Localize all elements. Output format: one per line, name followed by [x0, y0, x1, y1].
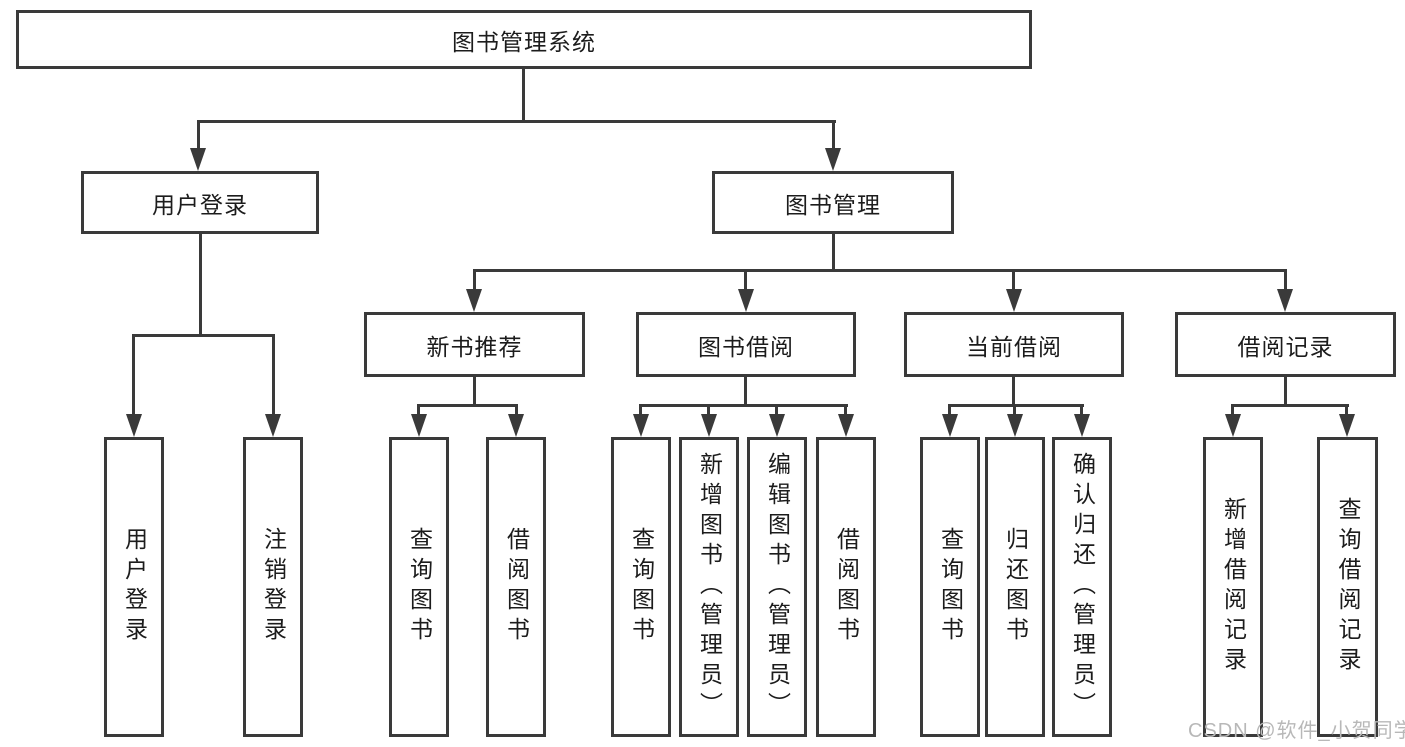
arrowhead [265, 414, 281, 437]
leaf-label: 查询图书 [406, 527, 433, 647]
leaf-query-books-current: 查询图书 [920, 437, 980, 737]
connector-line [1232, 404, 1349, 407]
arrowhead [126, 414, 142, 437]
connector-line [473, 269, 1287, 272]
connector-line [1013, 404, 1016, 416]
node-borrowing-records: 借阅记录 [1175, 312, 1396, 377]
leaf-label: 注销登录 [260, 527, 287, 647]
arrowhead [1225, 414, 1241, 437]
connector-line [1012, 269, 1015, 291]
connector-line [418, 404, 518, 407]
leaf-label: 借阅图书 [833, 527, 860, 647]
connector-line [1012, 377, 1015, 406]
leaf-label: 新增借阅记录 [1220, 497, 1247, 677]
connector-line [949, 404, 1084, 407]
connector-line [132, 334, 275, 337]
connector-line [1345, 404, 1348, 416]
connector-line [832, 234, 835, 272]
arrowhead [508, 414, 524, 437]
leaf-borrow-books-recommend: 借阅图书 [486, 437, 546, 737]
arrowhead [769, 414, 785, 437]
arrowhead [825, 148, 841, 171]
leaf-label: 查询图书 [628, 527, 655, 647]
connector-line [1231, 404, 1234, 416]
node-label: 用户登录 [152, 191, 248, 218]
leaf-label: 编辑图书（管理员） [764, 452, 791, 722]
csdn-watermark: CSDN @软件_小贺同学 [1188, 720, 1405, 742]
arrowhead [1277, 289, 1293, 312]
connector-line [473, 377, 476, 406]
arrowhead [1006, 289, 1022, 312]
arrowhead [701, 414, 717, 437]
node-book-management-group: 图书管理 [712, 171, 954, 234]
leaf-return-books: 归还图书 [985, 437, 1045, 737]
connector-line [744, 377, 747, 406]
connector-line [272, 334, 275, 414]
leaf-label: 用户登录 [121, 527, 148, 647]
node-label: 图书借阅 [698, 333, 794, 360]
arrowhead [411, 414, 427, 437]
leaf-label: 确认归还（管理员） [1069, 452, 1096, 722]
leaf-label: 查询借阅记录 [1335, 497, 1361, 677]
leaf-add-borrow-record: 新增借阅记录 [1203, 437, 1263, 737]
connector-line [707, 404, 710, 416]
connector-line [744, 269, 747, 291]
leaf-label: 归还图书 [1002, 527, 1029, 647]
connector-line [199, 234, 202, 337]
connector-line [132, 334, 135, 414]
connector-line [640, 404, 848, 407]
connector-line [197, 120, 200, 150]
leaf-label: 借阅图书 [503, 527, 530, 647]
node-book-borrowing: 图书借阅 [636, 312, 856, 377]
node-label: 借阅记录 [1237, 333, 1334, 360]
connector-line [1284, 377, 1287, 406]
connector-line [1284, 269, 1287, 291]
leaf-query-books-borrowing: 查询图书 [611, 437, 671, 737]
leaf-user-login: 用户登录 [104, 437, 164, 737]
leaf-label: 查询图书 [937, 527, 964, 647]
leaf-query-borrow-record: 查询借阅记录 [1317, 437, 1378, 737]
connector-line [473, 269, 476, 291]
arrowhead [1074, 414, 1090, 437]
connector-line [639, 404, 642, 416]
arrowhead [466, 289, 482, 312]
connector-line [522, 69, 525, 123]
node-root-library-management-system: 图书管理系统 [16, 10, 1032, 69]
node-label: 图书管理系统 [452, 28, 596, 55]
leaf-label: 新增图书（管理员） [696, 452, 723, 722]
connector-line [1080, 404, 1083, 416]
arrowhead [1007, 414, 1023, 437]
arrowhead [190, 148, 206, 171]
leaf-query-books-recommend: 查询图书 [389, 437, 449, 737]
node-user-login-group: 用户登录 [81, 171, 319, 234]
connector-line [515, 404, 518, 416]
arrowhead [738, 289, 754, 312]
leaf-confirm-return-admin: 确认归还（管理员） [1052, 437, 1112, 737]
leaf-logout: 注销登录 [243, 437, 303, 737]
leaf-edit-book-admin: 编辑图书（管理员） [747, 437, 807, 737]
node-label: 新书推荐 [426, 333, 523, 360]
node-new-book-recommendation: 新书推荐 [364, 312, 585, 377]
connector-line [775, 404, 778, 416]
connector-line [417, 404, 420, 416]
arrowhead [942, 414, 958, 437]
leaf-borrow-books-borrowing: 借阅图书 [816, 437, 876, 737]
arrowhead [1339, 414, 1355, 437]
node-current-borrowing: 当前借阅 [904, 312, 1124, 377]
connector-line [844, 404, 847, 416]
node-label: 当前借阅 [966, 333, 1062, 360]
arrowhead [633, 414, 649, 437]
leaf-add-book-admin: 新增图书（管理员） [679, 437, 739, 737]
connector-line [197, 120, 836, 123]
connector-line [832, 120, 835, 150]
node-label: 图书管理 [785, 191, 881, 218]
arrowhead [838, 414, 854, 437]
connector-line [948, 404, 951, 416]
